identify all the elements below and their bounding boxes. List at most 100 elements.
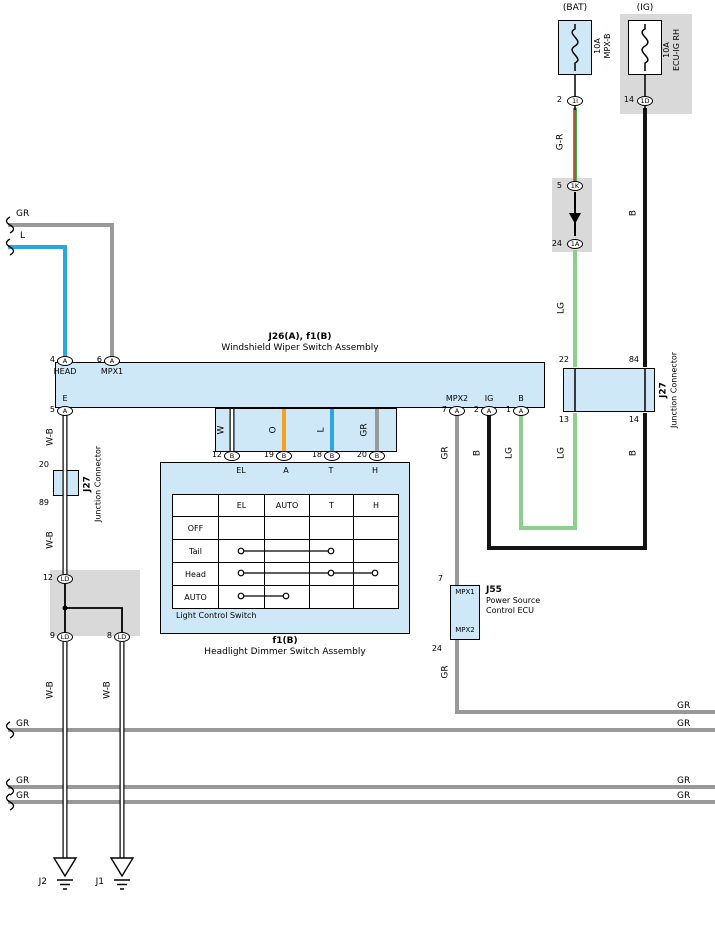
table-cell: [353, 562, 399, 586]
connector-oval-b12: B: [224, 451, 240, 461]
ground-j2-icon: [52, 857, 78, 878]
fuse-bat-amps: 10A: [593, 38, 602, 54]
j27-right-desc: Junction Connector: [669, 351, 679, 429]
table-cell: [353, 516, 399, 540]
wire-gr-to-mpx1: [8, 223, 114, 360]
table-row-label: Head: [172, 562, 219, 586]
connector-oval-1i: 1I: [567, 96, 583, 106]
table-cell: [264, 585, 310, 609]
table-row-label: AUTO: [172, 585, 219, 609]
ground-j1-icon: [109, 857, 135, 878]
wiper-switch-assembly-box: [55, 362, 545, 408]
j27-left-label: J27 Junction Connector: [82, 446, 103, 522]
connector-oval-ld9: LD: [57, 632, 73, 642]
pin-number: 12: [211, 450, 222, 459]
connector-oval-1a: 1A: [567, 239, 583, 249]
table-header-cell: [172, 494, 219, 517]
pin-number: 13: [558, 415, 569, 424]
wire-label-b: B: [472, 449, 483, 457]
connector-oval-b20: B: [369, 451, 385, 461]
connector-oval-a6: A: [104, 356, 120, 366]
wire-label-gr: GR: [440, 446, 451, 460]
ground-j1-hatch: [114, 879, 130, 890]
connector-oval-b19: B: [276, 451, 292, 461]
table-cell: [353, 585, 399, 609]
wire-label-b: B: [628, 209, 639, 217]
connector-oval-a2: A: [481, 406, 497, 416]
pin-number: 24: [431, 644, 442, 653]
dimmer-pin-label-el: EL: [236, 466, 246, 475]
table-cell: [218, 539, 265, 563]
connector-oval-a5: A: [57, 406, 73, 416]
wire-label-gr: GR: [677, 719, 691, 729]
pin-number: 24: [551, 239, 562, 248]
pin-number: 20: [356, 450, 367, 459]
fuse-ig-box: [628, 20, 662, 75]
wire-label-wb: W-B: [45, 681, 56, 699]
wire-label-gr: GR: [440, 665, 451, 679]
wire-label-l: L: [20, 231, 26, 241]
table-cell: [218, 516, 265, 540]
pin-number: 89: [38, 498, 49, 507]
wire-label-gr: GR: [16, 791, 30, 801]
j27-right-box: [563, 368, 655, 412]
wire-b-to-pin-ig: [487, 413, 647, 550]
connector-oval-a7: A: [449, 406, 465, 416]
light-control-switch-table: EL AUTO T H OFF Tail Head AUTO: [172, 494, 399, 609]
pin-number: 12: [42, 573, 53, 582]
wiper-pin-label-e: E: [62, 394, 68, 403]
j27-left-box: [53, 470, 79, 496]
j55-pin-label-mpx1: MPX1: [455, 588, 475, 596]
j55-pin-label-mpx2: MPX2: [455, 626, 475, 634]
table-header-cell: T: [309, 494, 354, 517]
pin-number: 2: [473, 405, 479, 414]
wire-label-lg: LG: [556, 302, 567, 314]
connector-oval-b18: B: [324, 451, 340, 461]
dimmer-pin-label-a: A: [283, 466, 289, 475]
dimmer-caption: Headlight Dimmer Switch Assembly: [204, 647, 366, 657]
pin-number: 9: [49, 631, 55, 640]
table-cell: [218, 562, 265, 586]
j27-right-name: J27: [658, 382, 669, 398]
fuse-bat-title: (BAT): [562, 3, 588, 13]
pin-number: 18: [311, 450, 322, 459]
pin-number: 22: [558, 355, 569, 364]
j55-desc-2: Control ECU: [486, 606, 534, 615]
table-cell: [264, 516, 310, 540]
wire-label-b: B: [628, 449, 639, 457]
pin-number: 6: [96, 355, 102, 364]
connector-oval-a4: A: [57, 356, 73, 366]
pin-number: 1: [505, 405, 511, 414]
table-header-cell: EL: [218, 494, 265, 517]
table-cell: [309, 516, 354, 540]
ground-label-j2: J2: [38, 877, 47, 887]
wire-label-l: L: [316, 427, 327, 433]
wiper-pin-label-head: HEAD: [53, 367, 77, 376]
table-cell: [218, 585, 265, 609]
fuse-ig-title: (IG): [636, 3, 654, 13]
pin-number: 7: [441, 405, 447, 414]
wire-label-g-r: G-R: [555, 133, 566, 151]
j55-name: J55: [486, 585, 502, 595]
table-cell: [264, 539, 310, 563]
wire-label-lg: LG: [556, 447, 567, 459]
pin-number: 7: [437, 574, 443, 583]
connector-oval-1d: 1D: [637, 96, 653, 106]
dimmer-pin-label-h: H: [371, 466, 379, 475]
wire-label-gr: GR: [359, 423, 370, 437]
fuse-bat-rating: 10A MPX-B: [593, 34, 613, 59]
table-cell: [264, 562, 310, 586]
wiper-title: Windshield Wiper Switch Assembly: [221, 343, 379, 353]
wire-label-gr: GR: [16, 776, 30, 786]
table-cell: [353, 539, 399, 563]
connector-oval-ld12: LD: [57, 574, 73, 584]
wiper-pin-label-b: B: [518, 394, 524, 403]
pin-number: 20: [38, 460, 49, 469]
j55-ecu-box: [450, 585, 480, 640]
wiper-pin-label-mpx2: MPX2: [445, 394, 469, 403]
wire-break-icons: [5, 216, 15, 811]
pin-number: 2: [556, 95, 562, 104]
wire-label-wb: W-B: [45, 428, 56, 446]
pin-number: 5: [49, 405, 55, 414]
wire-label-wb: W-B: [102, 681, 113, 699]
